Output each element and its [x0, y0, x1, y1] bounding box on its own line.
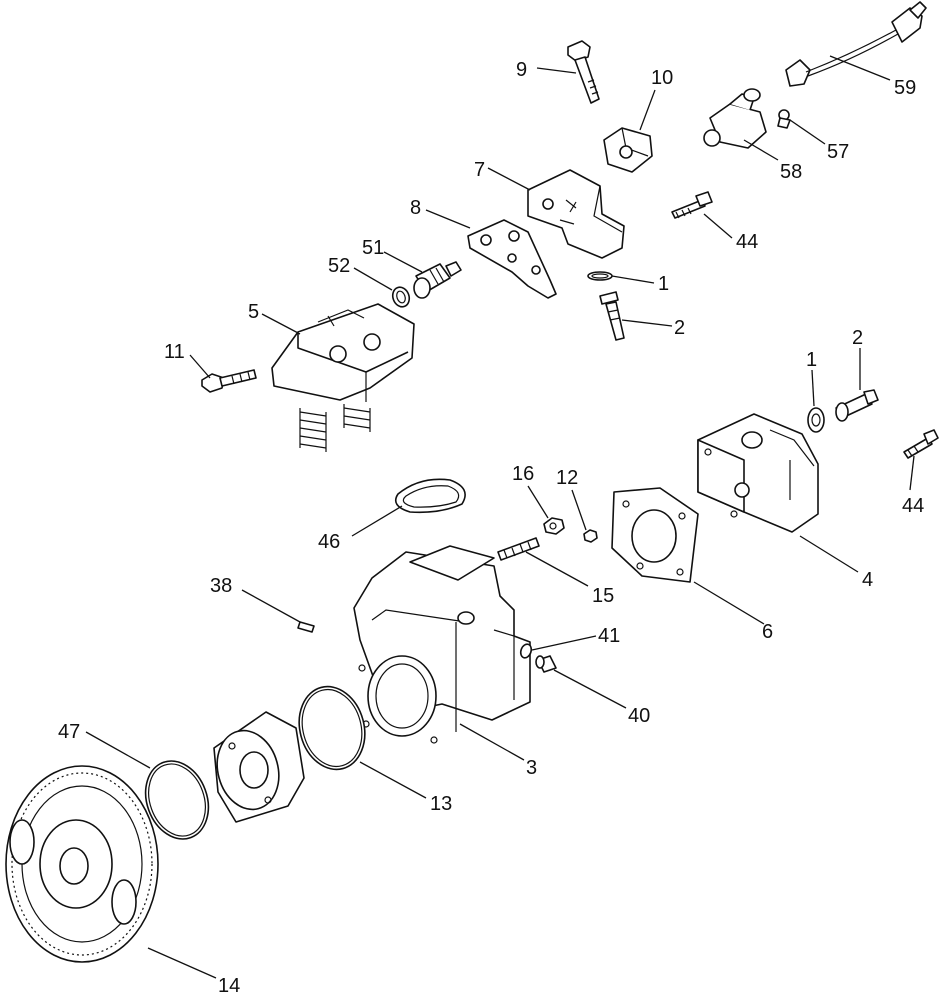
- part-52-oring: [391, 286, 411, 308]
- callout-40: 40: [628, 705, 650, 727]
- callout-10: 10: [651, 67, 673, 89]
- part-5-head: [271, 303, 415, 452]
- callout-38: 38: [210, 575, 232, 597]
- part-12-nut: [583, 529, 598, 543]
- part-4-pump: [697, 413, 819, 533]
- callout-58: 58: [780, 161, 802, 183]
- callout-12: 12: [556, 467, 578, 489]
- part-hub-flange: [213, 711, 305, 823]
- part-7-housing: [527, 169, 625, 259]
- callout-57: 57: [827, 141, 849, 163]
- part-10-block: [603, 127, 653, 173]
- callout-6: 6: [762, 621, 773, 643]
- part-6-gasket: [611, 487, 699, 583]
- callout-2-top: 2: [674, 317, 685, 339]
- callout-59: 59: [894, 77, 916, 99]
- part-38-pin: [297, 621, 315, 633]
- part-44-bolt-right: [903, 429, 939, 459]
- part-44-bolt-top: [671, 191, 713, 219]
- part-13-oring: [298, 685, 366, 771]
- part-1-ring-top: [587, 271, 613, 281]
- callout-13: 13: [430, 793, 452, 815]
- part-2-fitting-right: [835, 389, 879, 422]
- callout-2-right: 2: [852, 327, 863, 349]
- part-41-oring: [519, 643, 533, 659]
- part-1-washer-right: [807, 407, 825, 433]
- part-51-fitting: [413, 261, 462, 299]
- callout-44-right: 44: [902, 495, 924, 517]
- callout-41: 41: [598, 625, 620, 647]
- part-59-sensor-cable: [785, 1, 927, 87]
- callout-1-top: 1: [658, 273, 669, 295]
- part-15-stud: [497, 537, 540, 561]
- part-2-stem-top: [599, 291, 625, 341]
- callout-5: 5: [248, 301, 259, 323]
- part-58-valve: [703, 88, 767, 149]
- leader-lines: [85, 55, 915, 979]
- callout-15: 15: [592, 585, 614, 607]
- callout-46: 46: [318, 531, 340, 553]
- callout-1-right: 1: [806, 349, 817, 371]
- callout-16: 16: [512, 463, 534, 485]
- part-8-plate: [467, 219, 557, 299]
- callout-labels: 9 10 59 57 58 7 8 44 51 52 1 2 5 11 1 2 …: [58, 59, 924, 997]
- callout-47: 47: [58, 721, 80, 743]
- part-14-gear: [5, 765, 159, 963]
- callout-4: 4: [862, 569, 873, 591]
- callout-9: 9: [516, 59, 527, 81]
- callout-51: 51: [362, 237, 384, 259]
- part-16-nut: [543, 517, 565, 535]
- part-9-bolt: [567, 40, 600, 104]
- part-47-oring: [144, 760, 210, 840]
- part-11-bolt: [201, 369, 257, 393]
- callout-8: 8: [410, 197, 421, 219]
- callout-11: 11: [164, 341, 185, 363]
- part-3-housing: [353, 545, 531, 744]
- callout-44-top: 44: [736, 231, 758, 253]
- part-46-seal: [394, 478, 466, 514]
- callout-7: 7: [474, 159, 485, 181]
- callout-52: 52: [328, 255, 350, 277]
- part-57-screw: [777, 109, 791, 129]
- part-40-plug: [535, 655, 557, 673]
- callout-14: 14: [218, 975, 240, 997]
- callout-3: 3: [526, 757, 537, 779]
